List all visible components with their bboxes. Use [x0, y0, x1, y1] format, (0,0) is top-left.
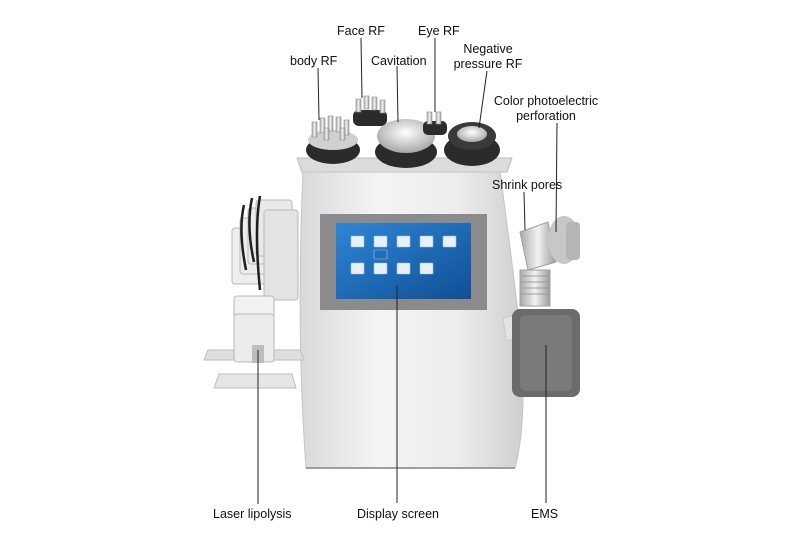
label-body-rf: body RF — [290, 54, 338, 68]
negative-pressure-rf-handpiece — [444, 122, 500, 166]
handpiece-icons-on-screen — [350, 235, 457, 275]
display-screen — [320, 214, 487, 310]
body-rf-handpiece — [306, 115, 360, 164]
label-cavitation: Cavitation — [371, 54, 427, 68]
eye-rf-handpiece — [423, 111, 447, 135]
label-color-photoelectric-line1: Color photoelectric — [493, 94, 599, 108]
ems-pad — [502, 309, 580, 397]
label-face-rf: Face RF — [337, 24, 385, 38]
label-color-photoelectric-line2: perforation — [516, 109, 576, 123]
laser-lipolysis-pads — [203, 195, 305, 389]
label-ems: EMS — [531, 507, 559, 521]
cavitation-handpiece — [375, 119, 437, 168]
label-laser-lipolysis: Laser lipolysis — [213, 507, 292, 521]
label-negative-pressure-rf: Negative pressure RF — [452, 42, 524, 72]
label-negative-pressure-rf-line1: Negative — [463, 42, 513, 56]
label-negative-pressure-rf-line2: pressure RF — [453, 57, 523, 71]
shrink-pores-handpiece — [519, 216, 580, 307]
label-color-photoelectric-perforation: Color photoelectric perforation — [490, 94, 602, 124]
label-display-screen: Display screen — [357, 507, 439, 521]
face-rf-handpiece — [353, 95, 387, 126]
label-eye-rf: Eye RF — [418, 24, 460, 38]
leader-lines — [257, 37, 558, 504]
label-shrink-pores: Shrink pores — [492, 178, 563, 192]
